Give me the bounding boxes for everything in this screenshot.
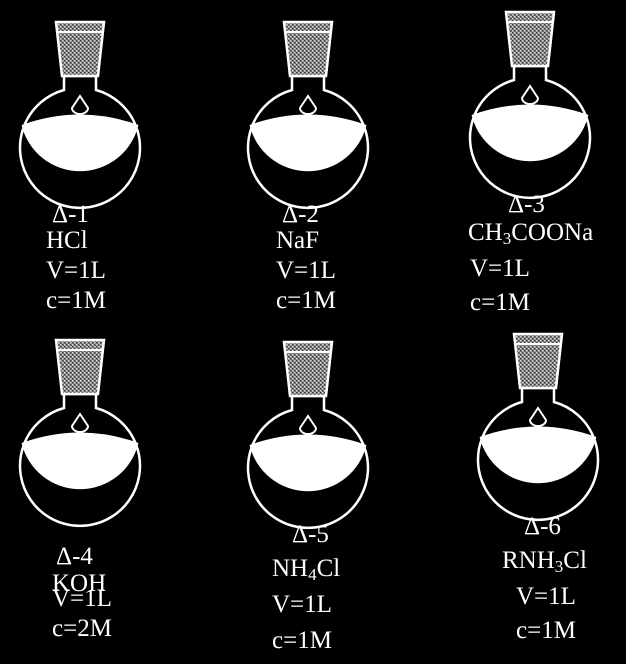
flask-2-concentration: c=1M — [276, 287, 336, 314]
flask-3-volume: V=1L — [470, 255, 530, 282]
round-bottom-flask-icon — [246, 340, 370, 530]
flask-1-id: Δ-1 — [52, 201, 89, 228]
flask-3 — [450, 8, 610, 208]
flask-6-volume: V=1L — [516, 583, 576, 610]
flask-4-solute: KOH — [52, 570, 107, 597]
flask-4-volume: V=1L — [52, 585, 112, 612]
flask-4 — [0, 336, 160, 536]
flask-6-concentration: c=1M — [516, 617, 576, 644]
flask-5-id: Δ-5 — [292, 521, 329, 548]
flask-5-concentration: c=1M — [272, 627, 332, 654]
round-bottom-flask-icon — [18, 20, 142, 210]
flask-2 — [228, 18, 388, 218]
flask-4-concentration: c=2M — [52, 615, 112, 642]
round-bottom-flask-icon — [18, 338, 142, 528]
flask-4-id: Δ-4 — [56, 543, 93, 570]
flask-1-volume: V=1L — [46, 257, 106, 284]
round-bottom-flask-icon — [246, 20, 370, 210]
flask-2-id: Δ-2 — [282, 201, 319, 228]
flask-1-solute: HCl — [46, 227, 88, 254]
flask-2-solute: NaF — [276, 227, 320, 254]
flask-1-concentration: c=1M — [46, 287, 106, 314]
flask-5-volume: V=1L — [272, 591, 332, 618]
round-bottom-flask-icon — [468, 10, 592, 200]
flask-3-id: Δ-3 — [508, 191, 545, 218]
flask-5 — [228, 338, 388, 538]
flask-6 — [458, 330, 618, 530]
flask-5-solute: NH4Cl — [272, 555, 341, 584]
flask-3-solute: CH3COONa — [468, 219, 594, 248]
flask-6-solute: RNH3Cl — [502, 547, 587, 576]
flask-3-concentration: c=1M — [470, 289, 530, 316]
flask-1 — [0, 18, 160, 218]
flask-6-id: Δ-6 — [524, 513, 561, 540]
round-bottom-flask-icon — [476, 332, 600, 522]
flask-2-volume: V=1L — [276, 257, 336, 284]
